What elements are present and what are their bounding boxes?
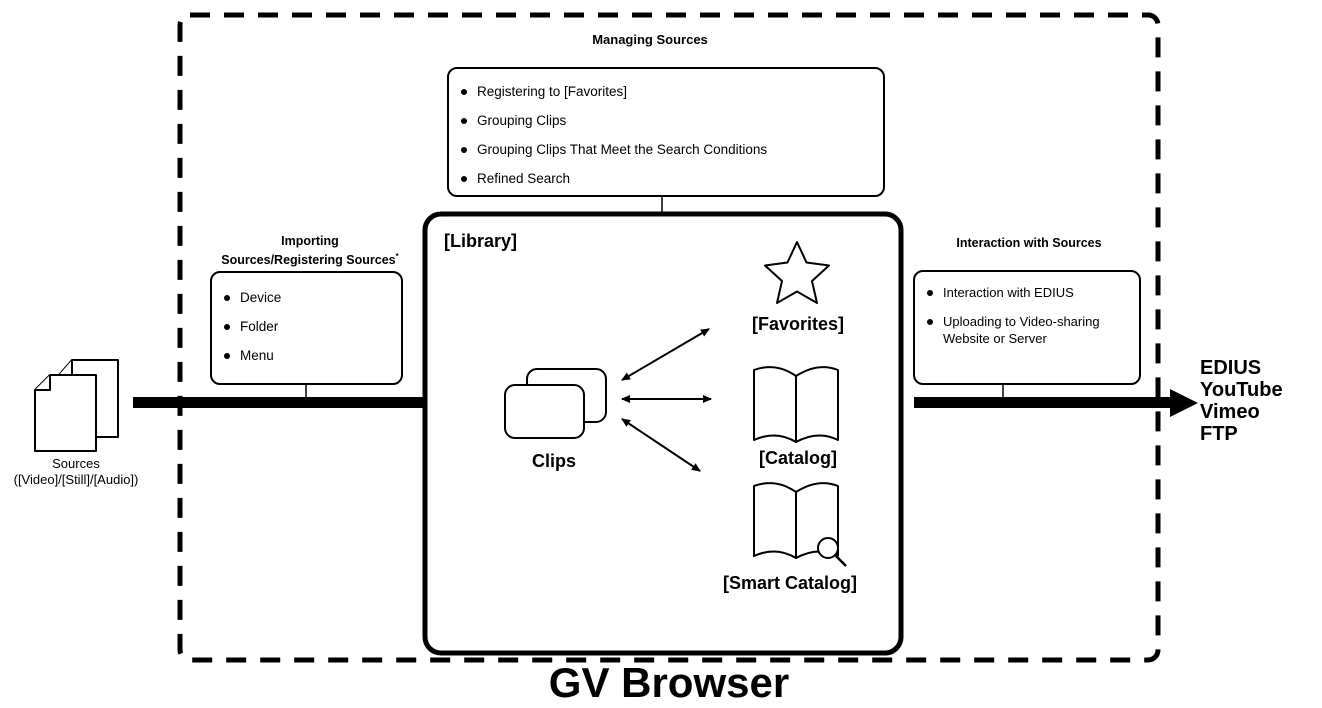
output-vimeo: Vimeo — [1200, 401, 1260, 423]
importing-title-line1: Importing — [281, 234, 339, 248]
sources-label-line1: Sources — [52, 456, 100, 471]
sources-label-line2: ([Video]/[Still]/[Audio]) — [13, 472, 139, 487]
output-ftp: FTP — [1200, 423, 1238, 445]
clips-smart-catalog-arrow — [621, 418, 701, 472]
gv-browser-boundary — [177, 12, 1161, 663]
gv-browser-title: GV Browser — [548, 659, 790, 706]
managing-item: Grouping Clips That Meet the Search Cond… — [455, 135, 877, 164]
output-arrow-shaft — [914, 397, 1174, 408]
output-destinations: EDIUS YouTube Vimeo FTP — [1200, 357, 1283, 445]
favorites-star-icon — [764, 241, 830, 304]
library-title: [Library] — [444, 231, 518, 251]
importing-item: Folder — [218, 312, 395, 341]
output-youtube: YouTube — [1200, 379, 1283, 401]
interaction-box: Interaction with EDIUS Uploading to Vide… — [913, 270, 1141, 385]
importing-title: Importing Sources/Registering Sources* — [200, 234, 420, 268]
importing-list: Device Folder Menu — [218, 283, 395, 370]
managing-sources-box: Registering to [Favorites] Grouping Clip… — [447, 67, 885, 197]
source-documents-icon — [34, 359, 119, 452]
output-arrow-head — [1170, 389, 1198, 417]
importing-box: Device Folder Menu — [210, 271, 403, 385]
output-edius: EDIUS — [1200, 357, 1262, 379]
interaction-list: Interaction with EDIUS Uploading to Vide… — [921, 284, 1133, 347]
smart-catalog-icon — [753, 482, 847, 567]
interaction-item: Interaction with EDIUS — [921, 284, 1133, 301]
catalog-book-icon — [753, 366, 839, 443]
interaction-item: Uploading to Video-sharing Website or Se… — [921, 313, 1133, 347]
managing-item: Registering to [Favorites] — [455, 77, 877, 106]
managing-sources-list: Registering to [Favorites] Grouping Clip… — [455, 77, 877, 193]
importing-item: Menu — [218, 341, 395, 370]
smart-catalog-label: [Smart Catalog] — [722, 573, 857, 593]
managing-item: Grouping Clips — [455, 106, 877, 135]
managing-item: Refined Search — [455, 164, 877, 193]
sources-label: Sources ([Video]/[Still]/[Audio]) — [0, 456, 152, 488]
clips-icon — [504, 368, 607, 439]
favorites-label: [Favorites] — [751, 314, 845, 334]
catalog-label: [Catalog] — [759, 448, 837, 468]
importing-title-footnote-mark: * — [395, 252, 399, 261]
interaction-title: Interaction with Sources — [956, 236, 1102, 250]
importing-title-text: Sources/Registering Sources — [221, 253, 396, 268]
managing-sources-title: Managing Sources — [592, 32, 708, 47]
importing-title-line2: Sources/Registering Sources* — [200, 249, 420, 268]
import-arrow-shaft — [133, 397, 463, 408]
clips-favorites-arrow — [621, 328, 710, 381]
importing-item: Device — [218, 283, 395, 312]
clips-label: Clips — [531, 451, 576, 471]
